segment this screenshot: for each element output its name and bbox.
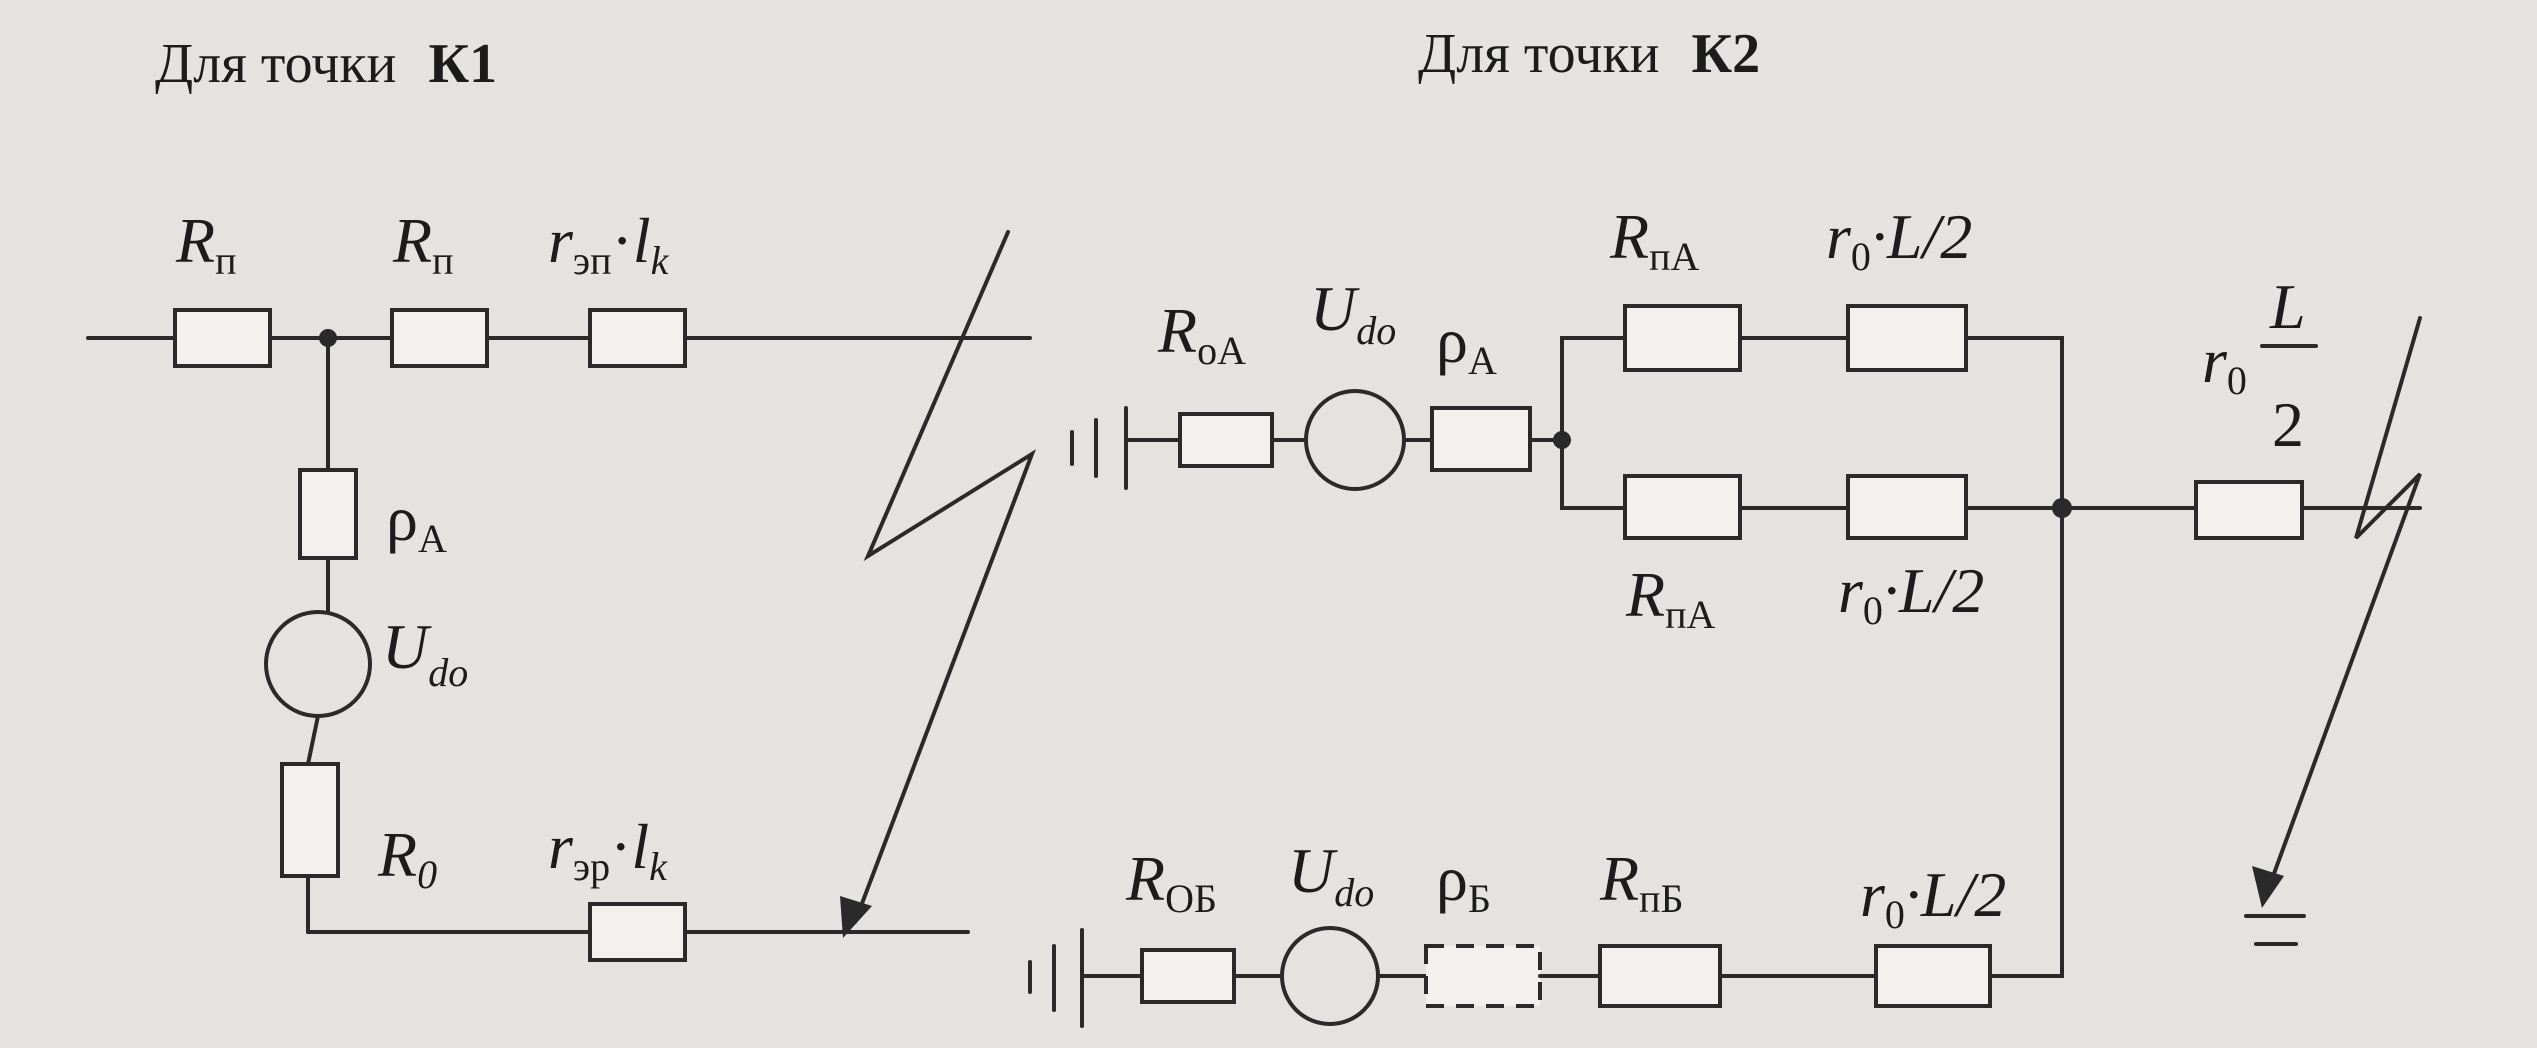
k2-label-rpb: RпБ [1599,843,1683,921]
k2-label-udo-a: Udo [1310,273,1396,353]
k2-label-udo-b: Udo [1288,835,1374,915]
k2-return-wire [1988,506,2064,978]
k1-fault-arrowhead [840,896,872,938]
k2-label-roa: RoA [1157,295,1246,373]
k2-resistor-rho-a [1430,406,1532,472]
title-k2-point: К2 [1692,23,1761,85]
k2-branch-top-left [1560,336,1627,442]
k1-label-rho: ρA [386,483,447,561]
k2-resistor-r0l2-top [1846,304,1968,372]
k1-source-udo [264,610,372,718]
k1-label-udo: Udo [382,611,468,695]
k1-label-rp1: Rп [175,205,237,283]
k2-circuit: RoA Udo ρA RпA r0·L/2 RпA r0·L/2 r0 L 2 … [1028,201,2422,1028]
k1-circuit: Rп Rп rэп·lk ρA Udo R0 rэр·lk [86,205,1036,962]
k2-fault-arrow [2266,316,2422,892]
k2-label-r0l2-mid: r0·L/2 [1838,555,1984,633]
k2-label-rpa-top: RпA [1609,201,1700,279]
k1-resistor-r0 [280,762,340,878]
k2-label-rho-b: ρБ [1436,843,1491,921]
k2-label-r0l2-bot: r0·L/2 [1860,859,2006,937]
k1-resistor-rho [298,468,358,560]
title-k2-prefix: Для точки [1418,23,1660,85]
k2-source-udo-b [1280,926,1380,1026]
k1-resistor-rep [588,308,687,368]
k2-resistor-r0l2-mid [1846,474,1968,540]
k1-resistor-rp1 [173,308,272,368]
title-k1-prefix: Для точки [155,33,397,95]
k1-resistor-rer [588,902,687,962]
k1-resistor-rp2 [390,308,489,368]
k2-resistor-rho-b [1424,944,1542,1008]
k2-branch-bot-left [1560,438,1627,510]
k2-label-rpa-bot: RпA [1625,559,1716,637]
k2-resistor-r0-frac [2194,480,2304,540]
k2-source-udo-a [1304,389,1406,491]
k1-label-rep: rэп·lk [548,205,670,283]
k2-label-r0-frac: r0 [2202,325,2247,403]
k2-resistor-rpa-bot [1623,474,1742,540]
title-k1-point: К1 [429,33,498,95]
k2-label-rob: ROБ [1125,843,1217,921]
k1-label-rp2: Rп [392,205,454,283]
k1-label-r0: R0 [377,819,437,897]
k2-frac-den: 2 [2272,389,2304,460]
k2-resistor-roa [1178,412,1274,468]
k2-resistor-rpb [1598,944,1722,1008]
k2-resistor-rpa-top [1623,304,1742,372]
k2-resistor-r0l2-bot [1874,944,1992,1008]
k2-resistor-rob [1140,948,1236,1004]
k1-fault-arrow [853,230,1036,924]
k2-label-r0l2-top: r0·L/2 [1826,201,1972,279]
title-k1: Для точки К1 [155,33,497,95]
k1-label-rer: rэр·lk [548,811,668,889]
k2-label-rho-a: ρA [1436,305,1497,383]
k2-fault-arrowhead [2252,866,2284,908]
title-k2: Для точки К2 [1418,23,1760,85]
k2-branch-top-right [1964,336,2064,510]
k1-vert-wire-3 [306,714,320,766]
k2-frac-num: L [2269,271,2306,342]
